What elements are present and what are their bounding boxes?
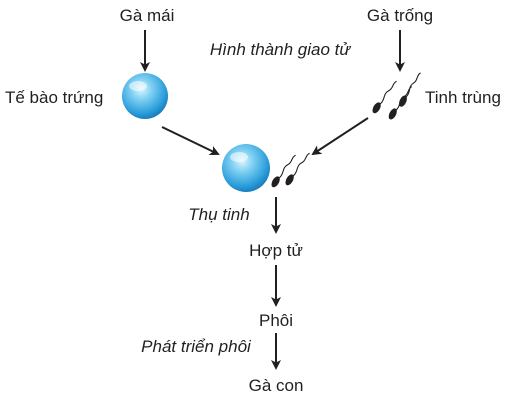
sperm-cells-icon: [370, 69, 422, 122]
egg-cell-icon: [122, 73, 168, 119]
hen-label: Gà mái: [120, 6, 175, 25]
egg-cell-label: Tế bào trứng: [5, 88, 103, 107]
rooster-label: Gà trống: [367, 6, 433, 25]
fertilization-sperm-icon: [269, 149, 311, 190]
sperm-to-fertilization-arrow: [311, 117, 369, 156]
fertilization-egg-icon: [222, 144, 270, 192]
sperm-label: Tinh trùng: [425, 88, 501, 107]
fertilization-label: Thụ tinh: [188, 205, 249, 224]
egg-to-fertilization-arrow: [161, 126, 220, 156]
chick-label: Gà con: [249, 376, 304, 395]
gamete-formation-label: Hình thành giao tử: [210, 40, 351, 59]
zygote-label: Hợp tử: [249, 241, 303, 260]
embryo-label: Phôi: [259, 311, 293, 330]
embryo-development-label: Phát triển phôi: [141, 337, 252, 356]
